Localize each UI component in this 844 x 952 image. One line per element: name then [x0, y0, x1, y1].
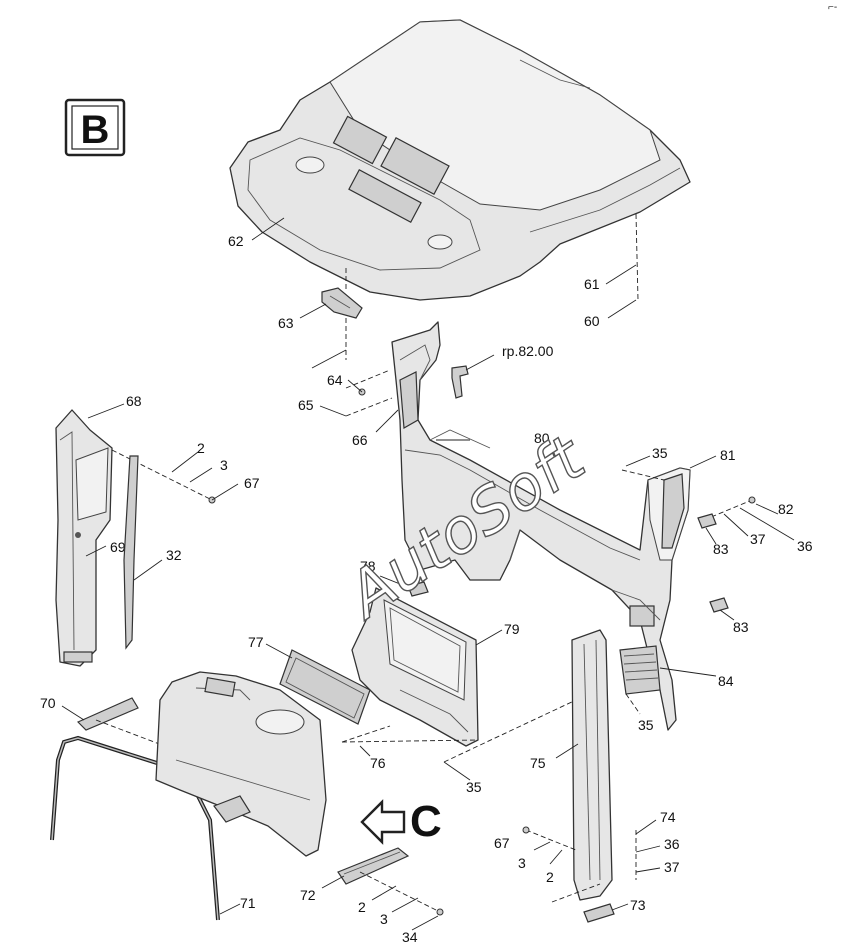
callout-73: 73	[630, 897, 646, 913]
callout-63: 63	[278, 315, 294, 331]
callout-64: 64	[327, 372, 343, 388]
part-66-pillar-trim	[391, 321, 691, 731]
callout-83b: 83	[733, 619, 749, 635]
callout-35a: 35	[652, 445, 668, 461]
part-62-headliner	[229, 19, 691, 301]
callout-70: 70	[40, 695, 56, 711]
callout-2a: 2	[197, 440, 205, 456]
callout-81: 81	[720, 447, 736, 463]
part-32-seal-strip	[123, 455, 139, 650]
part-71-seal-loop	[50, 735, 220, 921]
callout-83a: 83	[713, 541, 729, 557]
callout-78: 78	[360, 558, 376, 574]
part-72-small-trim	[337, 847, 410, 885]
callout-60: 60	[584, 313, 600, 329]
callout-37a: 37	[750, 531, 766, 547]
callout-76: 76	[370, 755, 386, 771]
part-console-molding	[155, 671, 327, 857]
corner-mark: ⌐-	[828, 2, 837, 13]
callout-34: 34	[402, 929, 418, 945]
callout-36b: 36	[664, 836, 680, 852]
reference-label: rp.82.00	[502, 343, 554, 359]
part-73-clip	[583, 903, 615, 923]
callout-80: 80	[534, 430, 550, 446]
callout-84: 84	[718, 673, 734, 689]
callout-66: 66	[352, 432, 368, 448]
callout-67a: 67	[244, 475, 260, 491]
callout-62: 62	[228, 233, 244, 249]
callout-3c: 3	[380, 911, 388, 927]
view-label: C	[410, 797, 442, 846]
section-label-box: B	[64, 98, 126, 157]
part-70-small-trim	[76, 697, 139, 731]
callout-82: 82	[778, 501, 794, 517]
callout-3a: 3	[220, 457, 228, 473]
callout-3b: 3	[518, 855, 526, 871]
callout-67b: 67	[494, 835, 510, 851]
callout-69: 69	[110, 539, 126, 555]
part-68-pillar-trim	[55, 409, 113, 667]
callout-37b: 37	[664, 859, 680, 875]
callout-77: 77	[248, 634, 264, 650]
callout-68: 68	[126, 393, 142, 409]
part-63-clip	[321, 287, 363, 319]
callout-61: 61	[584, 276, 600, 292]
callout-75: 75	[530, 755, 546, 771]
callout-35c: 35	[466, 779, 482, 795]
part-75-long-trim	[571, 629, 613, 901]
callout-32: 32	[166, 547, 182, 563]
callout-36a: 36	[797, 538, 813, 554]
callout-72: 72	[300, 887, 316, 903]
callout-65: 65	[298, 397, 314, 413]
part-84-speaker-box	[619, 645, 661, 695]
callout-2c: 2	[358, 899, 366, 915]
view-arrow-c: C	[360, 797, 442, 846]
callout-74: 74	[660, 809, 676, 825]
part-77-panel	[279, 649, 371, 725]
section-label: B	[81, 108, 110, 152]
part-79-trim-panel	[351, 587, 479, 747]
callout-35b: 35	[638, 717, 654, 733]
part-83-clip-upper	[697, 513, 717, 529]
part-83-clip-lower	[709, 597, 729, 613]
part-78-clip	[407, 581, 429, 597]
callout-71: 71	[240, 895, 256, 911]
reference-bracket	[451, 365, 469, 399]
callout-2b: 2	[546, 869, 554, 885]
callout-79: 79	[504, 621, 520, 637]
